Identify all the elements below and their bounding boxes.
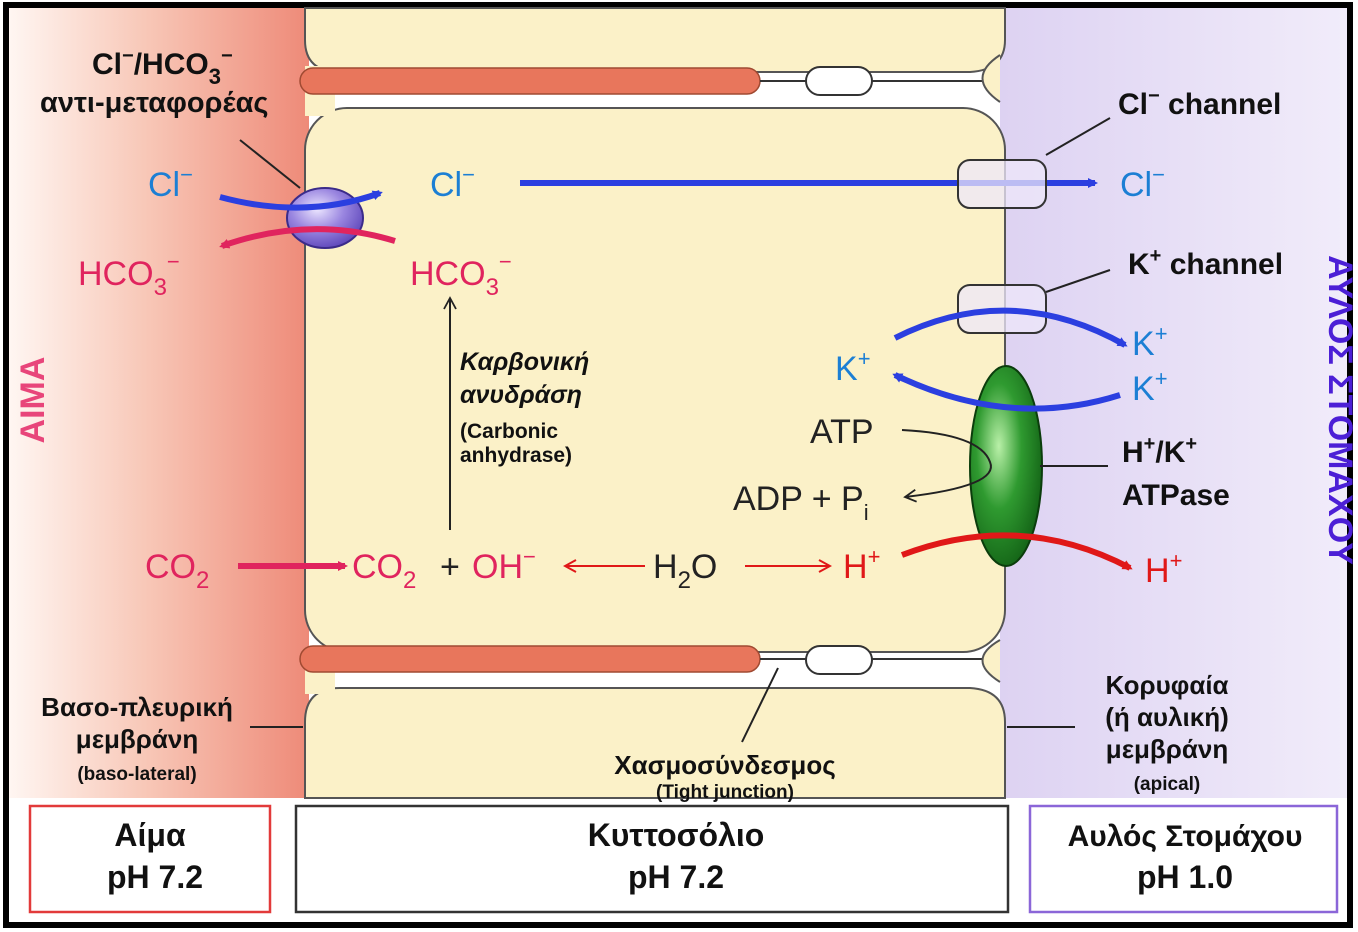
cytosol-h-ion: H+ — [843, 544, 880, 586]
antiporter-title: Cl−/HCO3− — [92, 45, 233, 89]
compartment-lumen-name: Αυλός Στομάχου — [1068, 820, 1303, 853]
antiporter-subtitle: αντι-μεταφορέας — [40, 87, 268, 119]
potassium-influx-arrow — [892, 372, 1121, 412]
enzyme-english-line2: anhydrase) — [460, 444, 572, 467]
outer-frame — [3, 2, 1353, 928]
potassium-channel-label: K+ channel — [1128, 245, 1283, 281]
hydroxide-ion: OH− — [472, 544, 536, 586]
lumen-k-ion-in: K+ — [1132, 366, 1168, 408]
compartment-box-cytosol — [294, 804, 1010, 914]
cytosol-hco3-ion: HCO3− — [410, 249, 512, 301]
blood-side-title: ΑΙΜΑ — [14, 357, 52, 444]
chloride-channel-leader — [1045, 117, 1111, 156]
upper-neighbor-cell — [304, 7, 1006, 73]
blood-cl-ion: Cl− — [148, 162, 193, 204]
enzyme-greek-line1: Καρβονική — [460, 348, 589, 376]
proton-pump-arrow — [900, 532, 1133, 571]
lumen-h-ion: H+ — [1145, 548, 1182, 590]
compartment-blood-ph: pH 7.2 — [107, 859, 203, 895]
blood-co2: CO2 — [145, 548, 209, 594]
compartment-box-blood — [28, 804, 272, 914]
chloride-channel-label: Cl− channel — [1118, 85, 1281, 121]
pump-label-line1: H+/K+ — [1122, 433, 1197, 469]
compartment-blood-name: Αίμα — [114, 817, 186, 853]
apical-label-line2: (ή αυλική) — [1105, 702, 1229, 732]
tight-junction-label: Χασμοσύνδεσμος — [614, 750, 835, 780]
lumen-side-title: ΑΥΛΟΣ ΣΤΟΜΑΧΟΥ — [1321, 255, 1358, 565]
tight-junction-english: (Tight junction) — [656, 782, 794, 803]
tight-junction-top — [805, 66, 873, 96]
atp-hydrolysis-arrow — [901, 429, 992, 503]
compartment-lumen-ph: pH 1.0 — [1137, 859, 1233, 895]
antiporter-hco3-arrow — [219, 226, 396, 249]
lumen-cl-ion: Cl− — [1120, 162, 1165, 204]
antiporter-cl-arrow — [219, 190, 383, 211]
apical-notch-top — [981, 54, 1001, 103]
atp-label: ATP — [810, 413, 874, 451]
apical-label-line1: Κορυφαία — [1105, 670, 1228, 700]
lumen-k-ion-out: K+ — [1132, 321, 1168, 363]
cytosol-k-ion: K+ — [835, 346, 871, 388]
basolateral-label-line1: Βασο-πλευρική — [41, 692, 233, 722]
cytosol-cl-ion: Cl− — [430, 162, 475, 204]
blood-region — [9, 8, 309, 798]
compartment-cytosol-ph: pH 7.2 — [628, 859, 724, 895]
enzyme-english-line1: (Carbonic — [460, 420, 558, 443]
enzyme-greek-line2: ανυδράση — [460, 381, 582, 409]
basolateral-label-line2: μεμβράνη — [76, 724, 198, 754]
water-molecule: H2O — [653, 548, 717, 594]
junction-bar-bottom — [299, 645, 761, 673]
lumen-region — [1000, 8, 1347, 798]
potassium-efflux-arrow — [893, 307, 1128, 348]
adp-pi-label: ADP + Pi — [733, 480, 869, 525]
junction-bar-top — [299, 67, 761, 95]
apical-notch-bottom — [981, 639, 1001, 683]
antiporter-leader — [239, 139, 301, 189]
pump-label-line2: ATPase — [1122, 479, 1230, 512]
chloride-channel — [957, 159, 1047, 209]
apical-label-english: (apical) — [1134, 774, 1201, 795]
compartment-cytosol-name: Κυττοσόλιο — [588, 817, 765, 853]
cytosol-co2: CO2 — [352, 548, 416, 594]
tight-junction-leader — [741, 667, 779, 743]
basolateral-label-english: (baso-lateral) — [77, 764, 196, 785]
antiporter-protein — [286, 187, 364, 249]
tight-junction-bottom — [805, 645, 873, 675]
lower-neighbor-cell — [304, 687, 1006, 799]
apical-label-line3: μεμβράνη — [1106, 734, 1228, 764]
potassium-channel-leader — [1045, 269, 1111, 293]
blood-hco3-ion: HCO3− — [78, 249, 180, 301]
reaction-plus: + — [440, 548, 460, 586]
compartment-box-lumen — [1028, 804, 1339, 914]
